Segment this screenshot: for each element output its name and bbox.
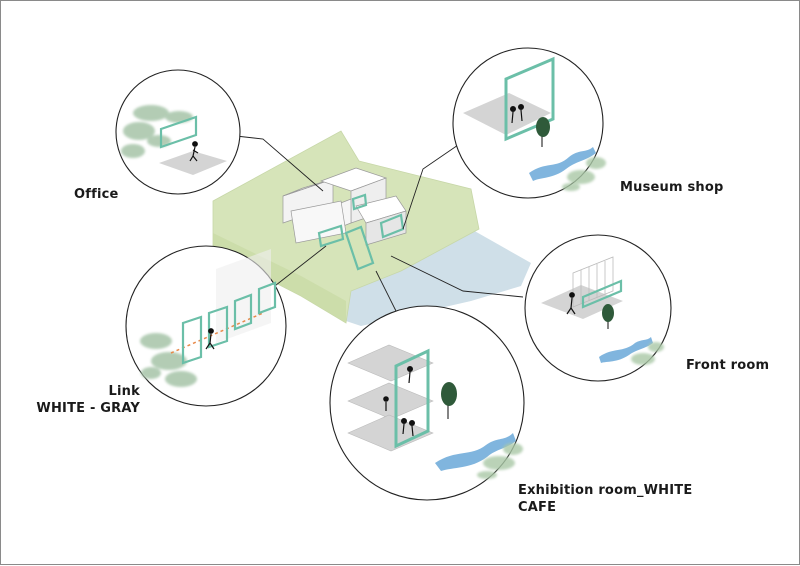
office-vignette: [115, 69, 241, 195]
office-person-icon: [189, 141, 199, 162]
exhibition-tree-icon: [441, 382, 457, 419]
exhibition-vignette: [329, 305, 525, 501]
label-link-line1: Link: [108, 384, 140, 399]
link-frames: [181, 281, 277, 365]
shop-trees-right: [562, 157, 606, 191]
label-exhibition-line2: CAFE: [518, 500, 557, 515]
office-floor-plane: [159, 151, 227, 175]
site-model: [212, 130, 531, 326]
label-museum-shop: Museum shop: [620, 180, 724, 195]
link-trees: [140, 333, 197, 387]
building: [282, 167, 407, 246]
leader-link: [270, 245, 327, 290]
exhibition-floor-planes: [347, 344, 434, 452]
label-link-line2: WHITE - GRAY: [36, 401, 140, 416]
shop-tree-icon: [536, 117, 550, 147]
front-room-river: [599, 337, 653, 363]
shop-people-icon: [510, 103, 524, 124]
office-trees: [121, 105, 193, 158]
label-exhibition: Exhibition room_WHITE CAFE: [518, 482, 692, 516]
exhibition-trees-right: [477, 443, 523, 479]
leader-museum-shop: [402, 142, 462, 230]
front-room-trees-right: [631, 342, 664, 365]
front-room-vignette: [524, 234, 672, 382]
exhibition-river: [435, 433, 516, 471]
label-front-room: Front room: [686, 358, 770, 373]
link-person-icon: [205, 328, 215, 350]
label-exhibition-line1: Exhibition room_WHITE: [518, 483, 693, 498]
exhibition-people-icons: [383, 366, 416, 437]
label-office: Office: [74, 187, 119, 202]
shop-river: [529, 147, 596, 181]
office-frame: [159, 115, 198, 149]
museum-shop-vignette: [452, 47, 606, 199]
front-room-tree-icon: [602, 304, 614, 329]
leader-front-room: [390, 255, 524, 298]
link-vignette: [125, 245, 287, 407]
leader-office: [235, 135, 324, 192]
shop-frame: [504, 56, 555, 142]
label-link: Link WHITE - GRAY: [32, 383, 140, 417]
front-room-frame: [581, 279, 623, 309]
front-room-person-icon: [566, 292, 576, 315]
exhibition-frame: [394, 348, 430, 449]
